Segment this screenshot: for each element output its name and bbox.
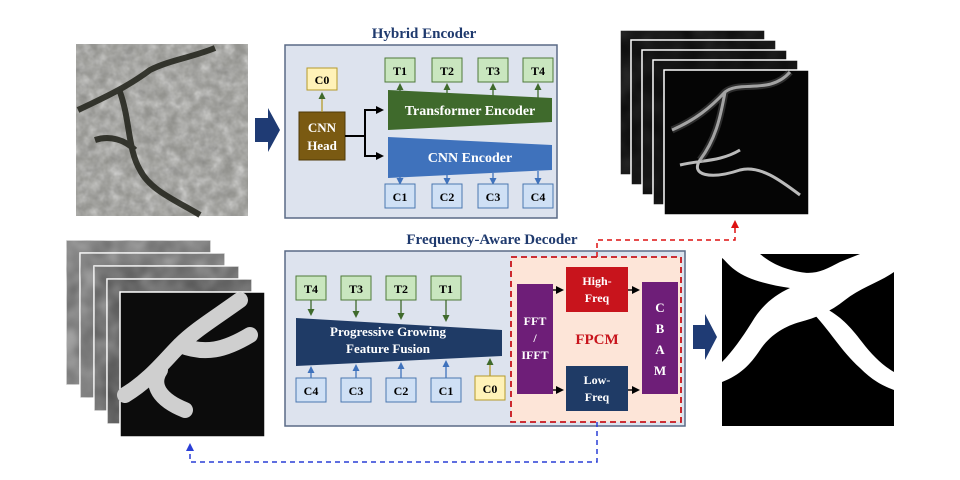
encoder-c0-token bbox=[306, 67, 338, 91]
decoder-c0-label: C0 bbox=[483, 382, 498, 396]
encoder-c4-label: C4 bbox=[531, 190, 546, 204]
decoder-t1-label: T1 bbox=[439, 282, 453, 296]
encoder-c-tokens: C1 C2 C3 C4 bbox=[384, 171, 554, 209]
decoder-c1-token bbox=[430, 377, 462, 403]
decoder-c3-token bbox=[340, 377, 372, 403]
encoder-t4-token bbox=[522, 57, 554, 83]
decoder-c4-token bbox=[295, 377, 327, 403]
decoder-t2-token bbox=[385, 275, 417, 301]
low-freq-block bbox=[566, 366, 628, 411]
cnn-head-label-1: CNN bbox=[308, 120, 337, 135]
fusion-label-1: Progressive Growing bbox=[330, 324, 446, 339]
cbam-block bbox=[642, 282, 678, 394]
high-freq-label-2: Freq bbox=[585, 291, 610, 305]
fft-block bbox=[517, 284, 553, 394]
encoder-c2-label: C2 bbox=[440, 190, 455, 204]
decoder-t4-label: T4 bbox=[304, 282, 318, 296]
decoder-c2-label: C2 bbox=[394, 384, 409, 398]
decoder-c3-label: C3 bbox=[349, 384, 364, 398]
encoder-c1-label: C1 bbox=[393, 190, 408, 204]
feature-fusion-block bbox=[296, 318, 502, 366]
low-freq-label-2: Freq bbox=[585, 390, 610, 404]
encoder-t1-token bbox=[384, 57, 416, 83]
decoder-c1-label: C1 bbox=[439, 384, 454, 398]
cnn-encoder-label: CNN Encoder bbox=[428, 151, 512, 166]
transformer-encoder-block bbox=[388, 90, 552, 130]
feature-maps-stack bbox=[619, 29, 810, 216]
encoder-t2-token bbox=[431, 57, 463, 83]
encoder-t3-label: T3 bbox=[486, 64, 500, 78]
cbam-label-m: M bbox=[654, 363, 666, 378]
cbam-label-b: B bbox=[656, 321, 665, 336]
decoder-t1-token bbox=[430, 275, 462, 301]
encoder-t1-label: T1 bbox=[393, 64, 407, 78]
decoder-t2-label: T2 bbox=[394, 282, 408, 296]
low-freq-label-1: Low- bbox=[584, 373, 611, 387]
input-crack-image bbox=[76, 44, 248, 218]
segmentation-output bbox=[722, 254, 894, 426]
cnn-encoder-block bbox=[388, 137, 552, 178]
high-freq-block bbox=[566, 267, 628, 312]
fft-label-3: IFFT bbox=[521, 348, 548, 362]
decoder-c-inputs: C4 C3 C2 C1 C0 bbox=[295, 358, 506, 403]
encoder-c2-token bbox=[431, 183, 463, 209]
encoder-c0-label: C0 bbox=[315, 73, 330, 87]
encoder-t3-token bbox=[477, 57, 509, 83]
high-freq-label-1: High- bbox=[582, 274, 611, 288]
encoder-t4-label: T4 bbox=[531, 64, 545, 78]
decoder-maps-stack bbox=[65, 239, 266, 438]
transformer-encoder-label: Transformer Encoder bbox=[405, 104, 536, 119]
cnn-head-label-2: Head bbox=[307, 138, 337, 153]
decoder-t-inputs: T4 T3 T2 T1 bbox=[295, 275, 462, 322]
fpcm-label: FPCM bbox=[575, 332, 618, 348]
decoder-c4-label: C4 bbox=[304, 384, 319, 398]
decoder-t3-token bbox=[340, 275, 372, 301]
fft-label-1: FFT bbox=[524, 314, 547, 328]
decoder-c2-token bbox=[385, 377, 417, 403]
encoder-c4-token bbox=[522, 183, 554, 209]
fft-label-2: / bbox=[532, 331, 537, 345]
encoder-t-tokens: T1 T2 T3 T4 bbox=[384, 57, 554, 98]
decoder-title: Frequency-Aware Decoder bbox=[406, 232, 578, 248]
cbam-label-a: A bbox=[655, 342, 665, 357]
decoder-c0-token bbox=[474, 375, 506, 401]
red-dashed-connector bbox=[596, 220, 739, 257]
decoder-t3-label: T3 bbox=[349, 282, 363, 296]
blue-dashed-connector bbox=[186, 422, 598, 463]
cbam-label-c: C bbox=[655, 300, 664, 315]
encoder-c3-token bbox=[477, 183, 509, 209]
big-arrow-output-icon bbox=[693, 314, 717, 360]
encoder-title: Hybrid Encoder bbox=[372, 26, 477, 42]
encoder-c3-label: C3 bbox=[486, 190, 501, 204]
big-arrow-icon bbox=[255, 108, 280, 152]
encoder-t2-label: T2 bbox=[440, 64, 454, 78]
fusion-label-2: Feature Fusion bbox=[346, 341, 431, 356]
encoder-c1-token bbox=[384, 183, 416, 209]
